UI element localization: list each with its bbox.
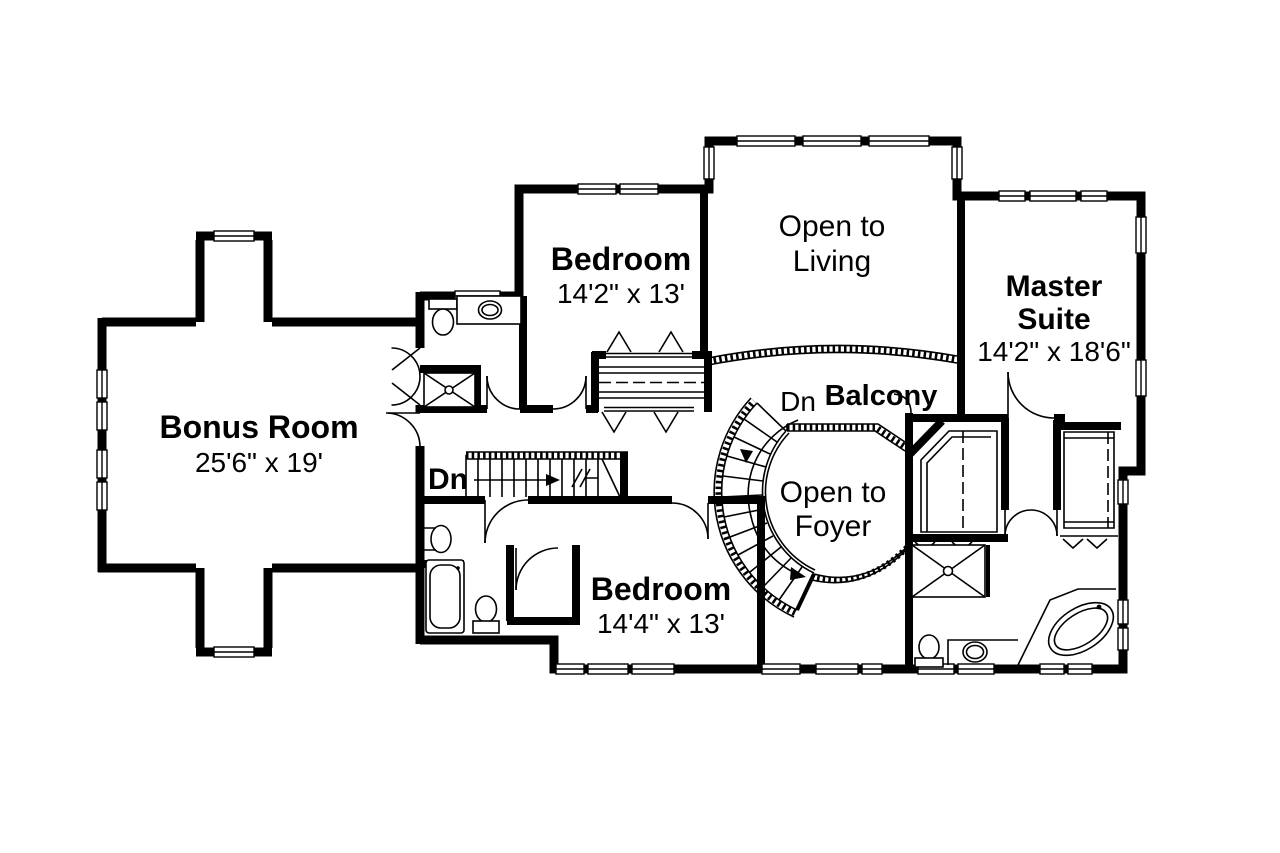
room-labels: Bonus Room 25'6" x 19' Bedroom 14'2" x 1… [159,210,1130,639]
window [577,183,617,195]
toilet [428,298,458,336]
bedroom-top-door [552,375,587,410]
shower [911,544,986,598]
window [815,663,859,675]
window [96,369,108,399]
master-suite-label-line1: Master [1006,270,1103,303]
window [96,449,108,479]
bedroom-top-dims: 14'2" x 13' [557,278,685,309]
linen-closet-interior [1063,431,1115,529]
window [1067,663,1093,675]
closet-bifold-marks [601,330,694,434]
bathroom-bottom-door [484,499,529,544]
bedroom-bottom-dims: 14'4" x 13' [597,608,725,639]
window [1029,190,1077,202]
bonus-room-dims: 25'6" x 19' [195,447,323,478]
linen-closet-bifold-marks [1060,535,1118,550]
toilet [914,634,944,668]
open-to-foyer-line2: Foyer [795,510,872,543]
master-bath-double-door [1004,509,1058,537]
bedroom-top-label: Bedroom [551,241,691,277]
bedroom1-closet-shelves [599,366,704,399]
vanity-sink [947,639,1018,665]
window [1135,216,1147,254]
window [1117,599,1129,625]
window [1117,627,1129,651]
window [951,146,963,180]
stair-direction-arrow [740,419,806,580]
bathroom-top-door [486,375,521,410]
window [868,135,930,147]
window [96,401,108,431]
window [703,146,715,180]
window [1117,479,1129,505]
master-suite-door [1007,371,1055,419]
open-to-living-line2: Living [793,245,871,278]
foyer-curved-railing [811,544,910,584]
curved-staircase [713,397,816,618]
window [1080,190,1108,202]
window [1039,663,1065,675]
stair-down-straight-label: Dn [428,463,468,496]
straight-staircase [465,451,628,503]
bonus-room-label: Bonus Room [159,409,358,445]
shower [423,372,476,408]
open-to-foyer-line1: Open to [780,476,887,509]
stair-direction-arrow [474,468,598,488]
closet-bottom-door [515,547,559,591]
garden-tub [1017,588,1116,666]
window [213,646,255,658]
window [736,135,796,147]
window [96,481,108,511]
living-railing [707,344,958,366]
pedestal-sink [424,524,452,554]
bathroom-bottom-fixtures [424,524,500,634]
window [619,183,659,195]
bonus-room-hall-door [385,412,421,448]
balcony-railing [786,393,912,452]
master-suite-dims: 14'2" x 18'6" [977,336,1131,367]
window [761,663,801,675]
window [957,663,995,675]
window [555,663,585,675]
doors [385,330,1118,591]
bedroom-bottom-label: Bedroom [591,571,731,607]
open-to-living-line1: Open to [779,210,886,243]
window [861,663,883,675]
master-suite-label-line2: Suite [1017,303,1090,336]
bathtub [425,559,465,634]
balcony-label: Balcony [825,380,938,412]
stair-down-curved-label: Dn [780,386,816,417]
window [213,230,255,242]
walkin-closet-interior [920,430,998,533]
window [802,135,862,147]
window [631,663,675,675]
window [587,663,629,675]
vanity-sink [456,295,522,325]
bathroom-top-fixtures [423,295,522,408]
window [998,190,1026,202]
bonus-room-double-door [391,347,421,406]
toilet [472,595,500,634]
master-bath-fixtures [911,544,1116,668]
window [1135,359,1147,397]
bedroom-bottom-door [671,502,709,540]
